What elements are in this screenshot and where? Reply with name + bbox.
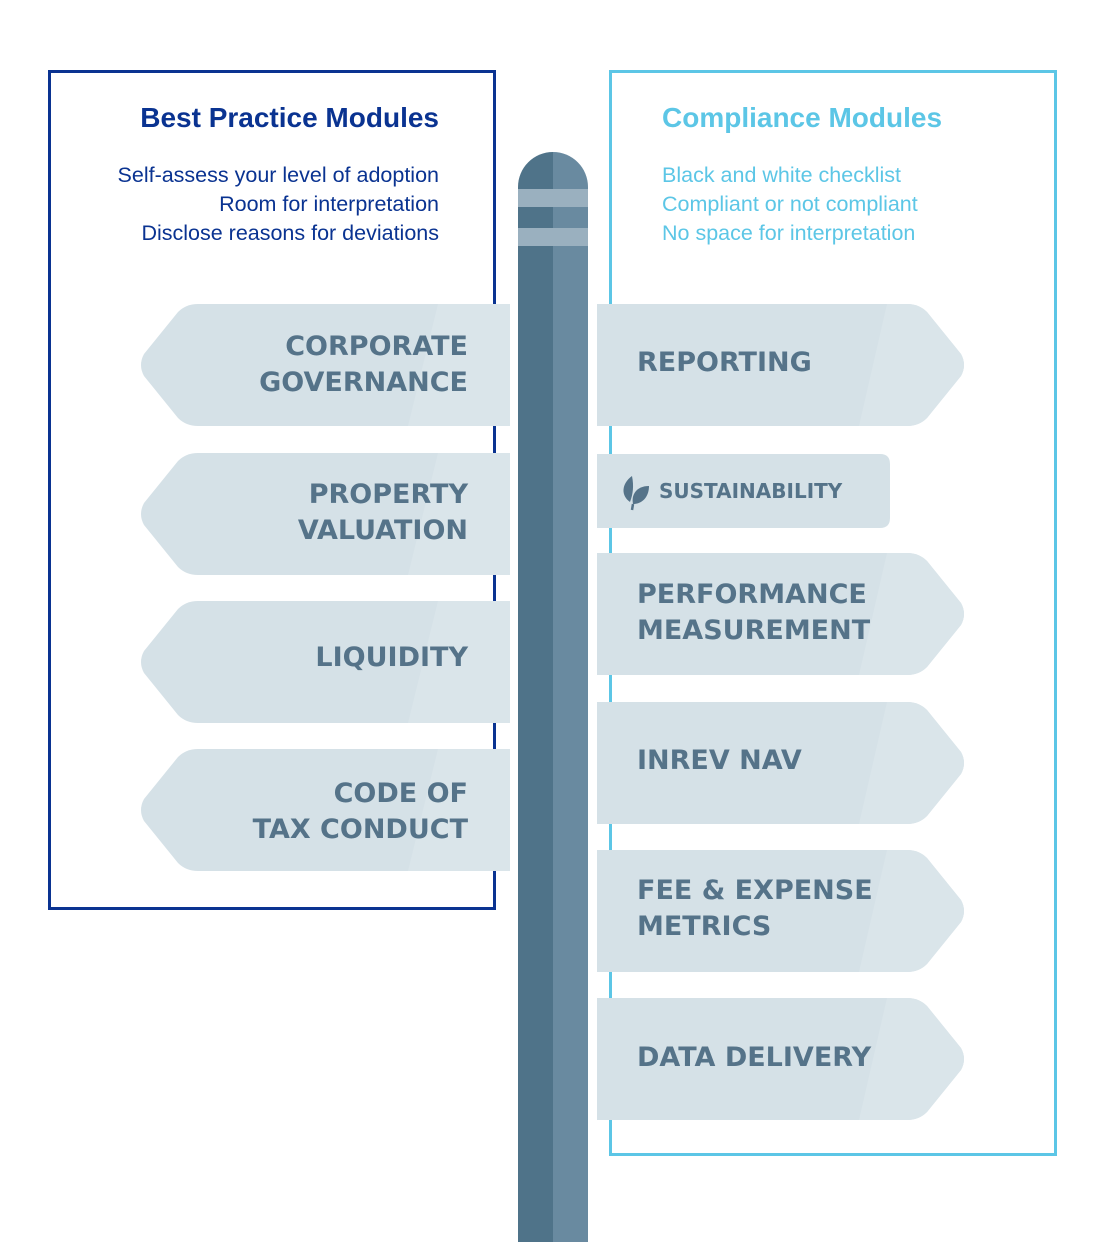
compliance-line: Black and white checklist [662,163,901,187]
pole-band [518,189,588,207]
sign-label: LIQUIDITY [315,642,468,673]
pole-left-half [518,152,553,1242]
sign-reporting[interactable]: REPORTING [597,304,967,426]
leaf-icon [623,476,649,511]
best-practice-description: Self-assess your level of adoption Room … [118,161,439,248]
sign-label: DATA DELIVERY [637,1042,872,1073]
signpost-pole [518,152,588,1242]
best-practice-line: Room for interpretation [219,192,439,216]
best-practice-line: Self-assess your level of adoption [117,163,439,187]
compliance-title: Compliance Modules [662,102,943,133]
compliance-description: Black and white checklist Compliant or n… [662,161,918,248]
pole-right-half [553,152,588,1242]
best-practice-line: Disclose reasons for deviations [141,221,439,245]
sign-label: INREV NAV [637,745,802,776]
sign-sustainability[interactable]: SUSTAINABILITY [597,454,890,528]
sign-liquidity[interactable]: LIQUIDITY [138,601,510,723]
best-practice-title: Best Practice Modules [140,102,439,133]
pole-band [518,228,588,246]
compliance-line: No space for interpretation [662,221,916,245]
compliance-line: Compliant or not compliant [662,192,918,216]
sign-inrev-nav[interactable]: INREV NAV [597,702,967,824]
sign-label: REPORTING [637,347,812,378]
sign-data-delivery[interactable]: DATA DELIVERY [597,998,967,1120]
sign-label: SUSTAINABILITY [659,479,843,503]
